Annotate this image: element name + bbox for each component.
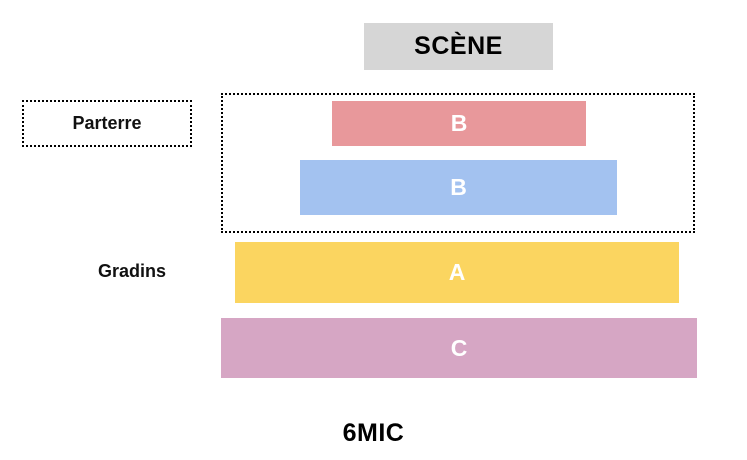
seating-block-b-rear[interactable]: B (300, 160, 617, 215)
gradins-zone-label: Gradins (97, 261, 167, 281)
seating-block-letter: B (450, 110, 468, 136)
venue-name: 6MIC (342, 419, 405, 447)
parterre-zone-label-box: Parterre (22, 100, 192, 147)
seating-block-c[interactable]: C (221, 318, 697, 378)
parterre-zone-label: Parterre (72, 113, 142, 133)
parterre-zone-outline (221, 93, 695, 233)
seating-block-letter: C (450, 334, 468, 361)
stage-label: SCÈNE (414, 32, 503, 60)
seating-block-b-front[interactable]: B (332, 101, 586, 146)
seating-block-a[interactable]: A (235, 242, 679, 303)
stage-banner: SCÈNE (364, 23, 553, 70)
seating-block-letter: B (450, 174, 467, 200)
seating-block-letter: A (448, 259, 466, 285)
